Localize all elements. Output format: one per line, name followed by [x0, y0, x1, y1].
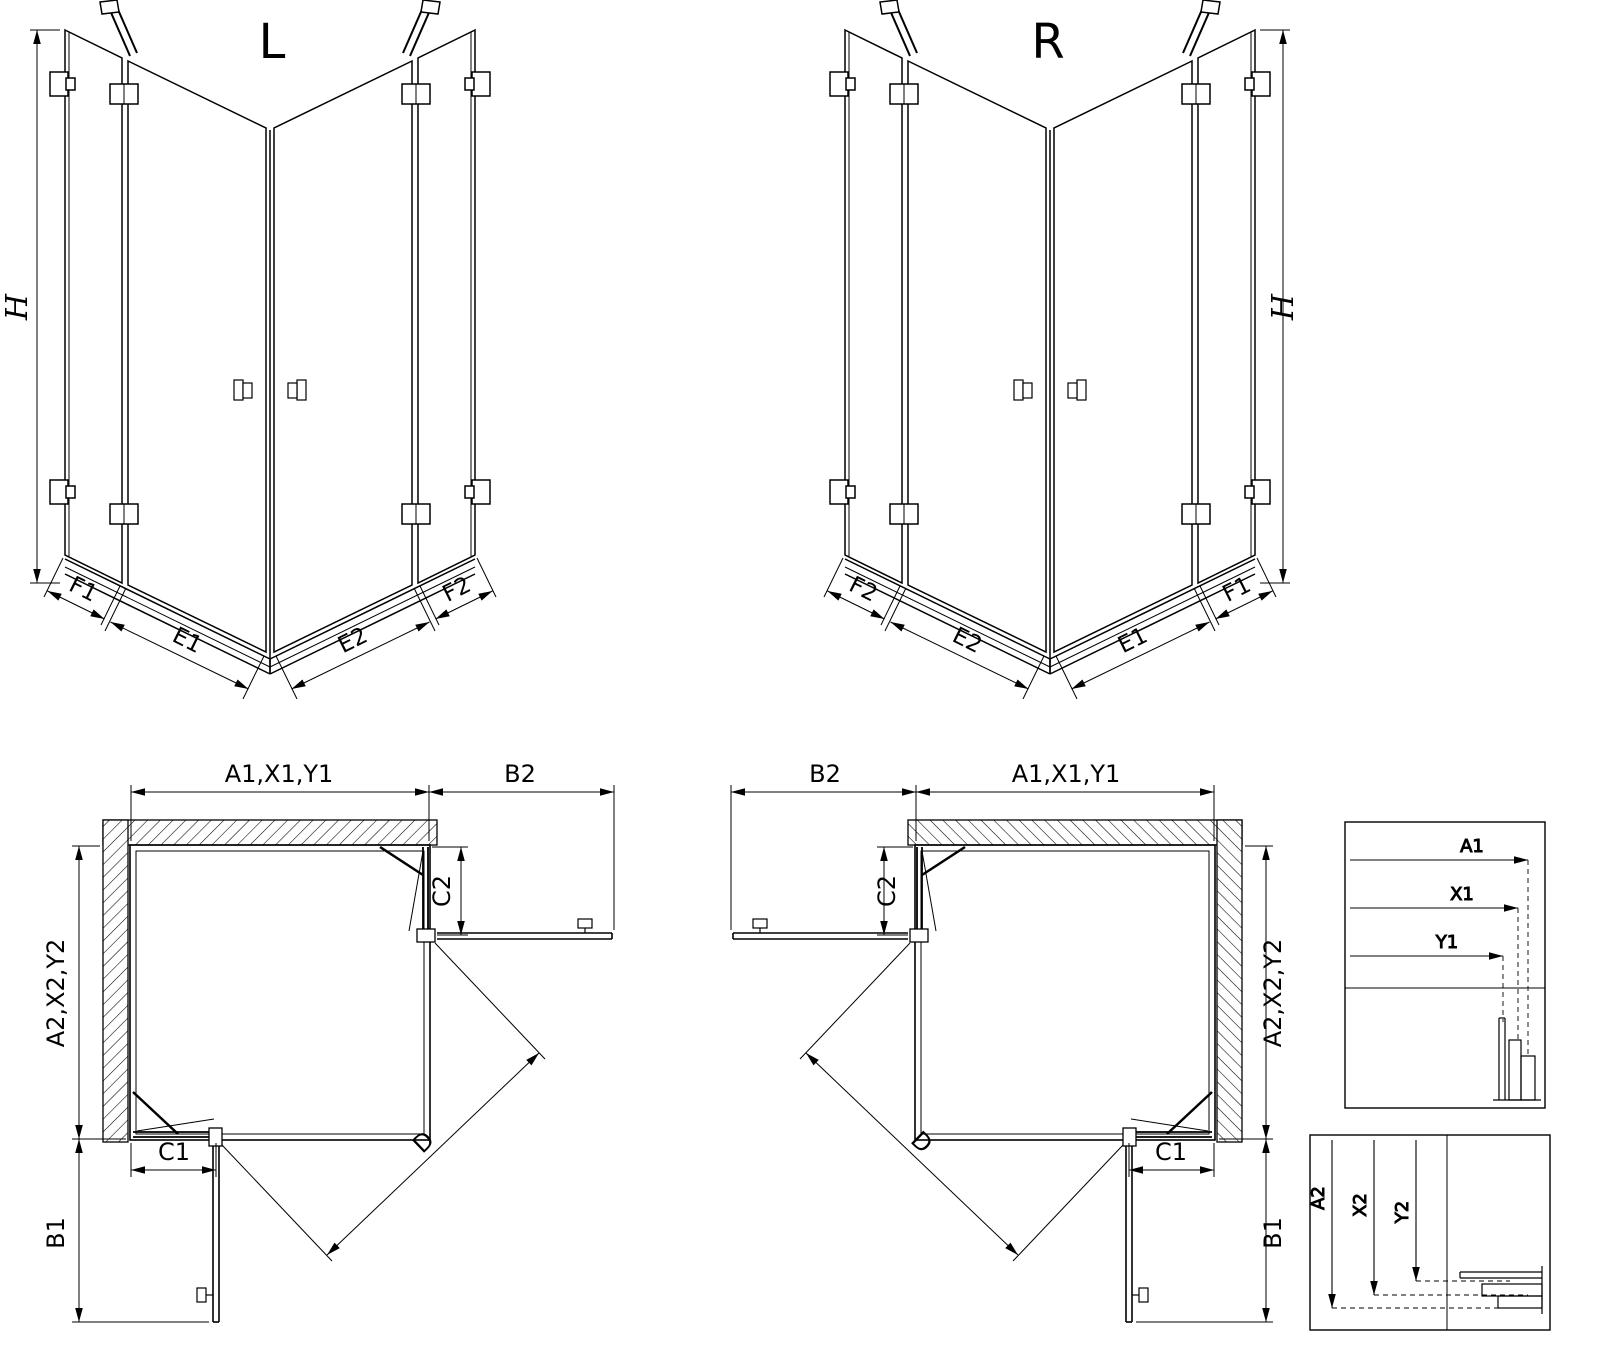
detail-a2-label: A2 [1308, 1186, 1329, 1210]
detail-view-depth: A2 X2 Y2 [1308, 1134, 1551, 1331]
iso-left-title: L [259, 14, 286, 70]
plan-right-c1-label: C1 [1155, 1138, 1187, 1166]
detail-depth-profile-section [1459, 1266, 1543, 1314]
detail-width-arrows [1350, 856, 1528, 960]
plan-left-geometry [72, 785, 614, 1322]
iso-right-geometry [824, 0, 1290, 699]
plan-right-d-label: D [905, 1126, 938, 1159]
dim-label-e1-right: E1 [1114, 623, 1152, 659]
detail-y2-label: Y2 [1392, 1201, 1413, 1224]
iso-left-geometry [30, 0, 496, 699]
detail-width-profile-section [1493, 1017, 1541, 1101]
dim-label-e2-left: E2 [334, 623, 372, 659]
plan-left-b2-label: B2 [504, 760, 536, 788]
detail-y1-label: Y1 [1435, 932, 1458, 953]
detail-depth-reference-lines [1332, 1280, 1536, 1309]
plan-left-b1-label: B1 [42, 1217, 70, 1249]
plan-right-c2-label: C2 [873, 875, 901, 907]
plan-left-depth-label: A2,X2,Y2 [42, 939, 70, 1048]
detail-x2-label: X2 [1350, 1193, 1371, 1217]
plan-view-left: A1,X1,Y1 B2 C2 A2,X2,Y2 C1 B1 D [42, 760, 614, 1322]
detail-width-frame [1344, 821, 1546, 1109]
plan-right-width-label: A1,X1,Y1 [1012, 760, 1121, 788]
plan-left-c2-label: C2 [428, 875, 456, 907]
dim-label-h-right: H [1266, 293, 1301, 321]
detail-view-width: A1 X1 Y1 [1344, 821, 1546, 1109]
detail-width-reference-lines [1502, 860, 1529, 1056]
plan-right-depth-label: A2,X2,Y2 [1259, 939, 1287, 1048]
dim-label-h-left: H [0, 293, 35, 321]
iso-view-left: L H F1 E1 E2 F2 [0, 0, 496, 699]
plan-right-b2-label: B2 [809, 760, 841, 788]
detail-x1-label: X1 [1450, 884, 1474, 905]
plan-left-width-label: A1,X1,Y1 [225, 760, 334, 788]
dim-label-e2-right: E2 [948, 623, 986, 659]
iso-view-right: R H F2 E2 E1 F1 [824, 0, 1301, 699]
plan-view-right: A1,X1,Y1 B2 C2 A2,X2,Y2 C1 B1 D [731, 760, 1287, 1322]
plan-left-c1-label: C1 [158, 1138, 190, 1166]
plan-left-d-label: D [407, 1126, 440, 1159]
detail-depth-frame [1309, 1134, 1551, 1331]
dim-label-e1-left: E1 [168, 623, 206, 659]
detail-a1-label: A1 [1460, 836, 1484, 857]
plan-right-b1-label: B1 [1259, 1217, 1287, 1249]
iso-right-title: R [1031, 14, 1064, 70]
detail-depth-arrows [1328, 1140, 1420, 1308]
plan-right-geometry [731, 785, 1273, 1322]
